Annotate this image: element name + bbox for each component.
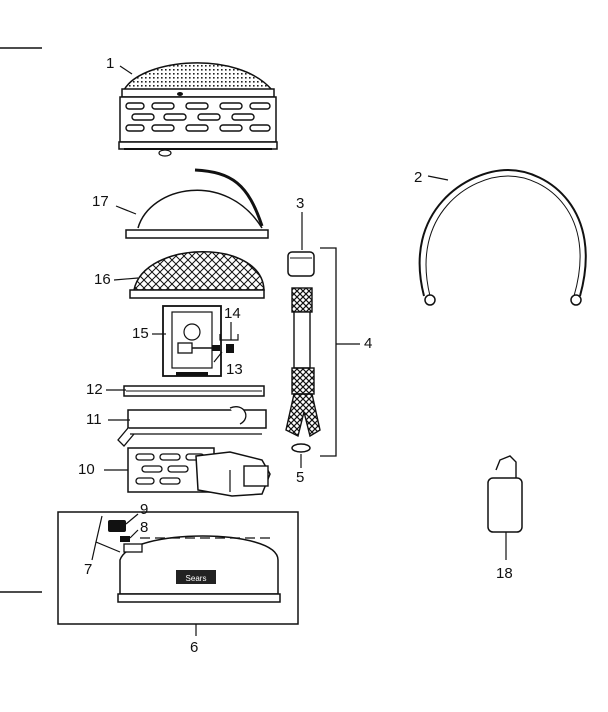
part-17-dome [125, 168, 269, 239]
part-16-globe [129, 251, 265, 299]
label-part-15: 15 [132, 325, 149, 342]
label-part-13: 13 [226, 361, 243, 378]
label-part-6: 6 [190, 639, 199, 656]
label-part-3: 3 [296, 195, 305, 212]
part-9-filler-cap [108, 513, 139, 532]
part-10-collar [127, 447, 271, 497]
label-part-16: 16 [94, 271, 111, 288]
part-5-generator-nut [291, 443, 311, 453]
label-part-10: 10 [78, 461, 95, 478]
part-4-generator-tube [285, 287, 321, 438]
label-part-11: 11 [86, 411, 102, 428]
part-1-ventilator-top [118, 62, 278, 157]
label-part-2: 2 [414, 169, 423, 186]
part-6-fount-box: Sears [57, 511, 299, 636]
label-part-12: 12 [86, 381, 103, 398]
label-part-7: 7 [84, 561, 93, 578]
part-18-fuel-bottle [487, 455, 523, 560]
part-12-gasket [123, 385, 265, 397]
base-badge-plate [176, 570, 216, 584]
label-part-14: 14 [224, 305, 241, 322]
label-part-18: 18 [496, 565, 513, 582]
base-badge-text: Sears [186, 574, 207, 583]
leader-lines [104, 65, 449, 471]
part-13-fitting [177, 342, 220, 354]
part-14-fitting-nut [226, 344, 234, 353]
part-3-generator-cap [287, 251, 315, 277]
part-7-cap-assembly [91, 515, 121, 561]
label-part-1: 1 [106, 55, 115, 72]
label-part-17: 17 [92, 193, 109, 210]
part-8-cap-gasket [120, 529, 139, 542]
part-2-bail-handle [418, 168, 587, 306]
label-part-4: 4 [364, 335, 373, 352]
label-part-9: 9 [140, 501, 149, 518]
part-11-bracket [117, 406, 267, 447]
part-15-burner-frame [162, 305, 222, 377]
label-part-5: 5 [296, 469, 305, 486]
label-part-8: 8 [140, 519, 149, 536]
